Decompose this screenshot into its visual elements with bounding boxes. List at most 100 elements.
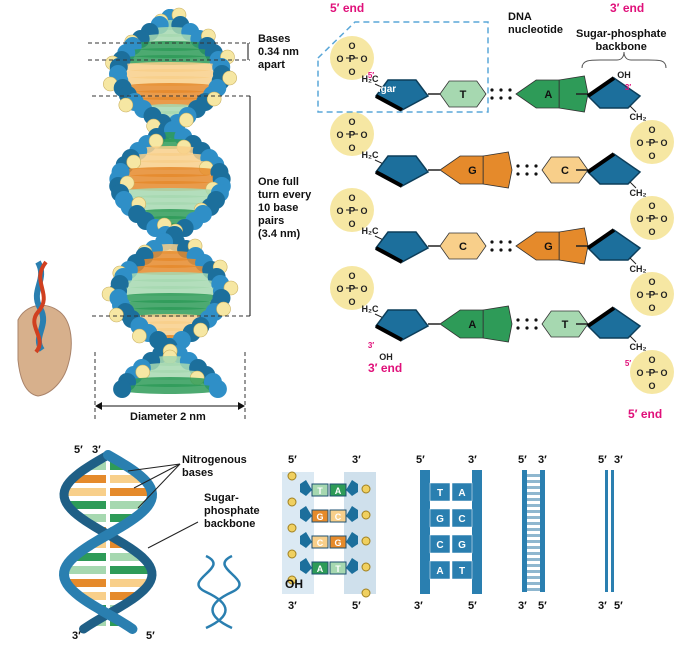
hydrogen-bond-dot (499, 96, 503, 100)
ladder1-oh-label: OH (285, 577, 303, 591)
top-oh-label: OH (617, 70, 631, 80)
phosphate-atom-blob (206, 91, 222, 107)
oxygen-atom-label: O (648, 355, 655, 365)
oxygen-atom-label: O (348, 67, 355, 77)
phosphate-group (630, 120, 674, 164)
bar-rung (527, 528, 540, 531)
oxygen-atom-label: O (360, 54, 367, 64)
oxygen-atom-label: O (360, 206, 367, 216)
base-letter: G (544, 241, 553, 253)
mini-helix-model-strand2 (32, 260, 48, 354)
base-letter: T (460, 89, 467, 101)
ladder2-base-block (429, 508, 451, 528)
phosphate-atom-blob (118, 97, 134, 113)
three-prime-marker: 3′ (368, 341, 374, 350)
ladder1-top-three-label: 3′ (352, 454, 361, 466)
hydrogen-bond-dot (525, 318, 529, 322)
oxygen-atom-label: O (348, 41, 355, 51)
phosphorus-atom-label: P (649, 214, 656, 225)
phosphorus-atom-label: P (349, 130, 356, 141)
base-pair-blob (122, 265, 218, 275)
oxygen-atom-label: O (648, 125, 655, 135)
oxygen-atom-label: O (348, 117, 355, 127)
ladder2-bottom-three-label: 3′ (414, 600, 423, 612)
bar-rung (527, 558, 540, 561)
phosphate-bead (287, 471, 297, 481)
top-five-prime-end-label: 5′ end (330, 1, 365, 15)
oxygen-atom-label: O (336, 284, 343, 294)
ribbon-base-block (81, 514, 106, 522)
ladder1-top-five-label: 5′ (288, 454, 297, 466)
base-pair-blob (115, 55, 225, 65)
ladder2-base-letter: C (458, 514, 465, 525)
ladder2-base-block (451, 534, 473, 554)
phosphorus-atom-label: P (649, 368, 656, 379)
base-letter: A (544, 89, 552, 101)
oxygen-atom-label: O (360, 130, 367, 140)
phosphorus-atom-label: P (349, 206, 356, 217)
oxygen-atom-label: O (660, 138, 667, 148)
ladder2-base-block (429, 482, 451, 502)
oxygen-atom-label: O (636, 290, 643, 300)
sugar-pentagon (300, 532, 312, 548)
bases-pointer-line-1 (127, 463, 181, 472)
base-pair-blob (121, 90, 219, 100)
hydrogen-bond-dot (508, 88, 512, 92)
oxygen-atom-label: O (648, 381, 655, 391)
base-pair-blob (121, 377, 219, 387)
ch2-label: CH₂ (630, 112, 647, 122)
base-pair-blob (118, 160, 222, 170)
oxygen-atom-label: O (636, 368, 643, 378)
sugar-phosphate-backbone-label: Sugar-phosphate backbone (576, 28, 667, 53)
base-pair-blob (115, 300, 225, 310)
ch2-label: CH₂ (630, 342, 647, 352)
hydrogen-bond-dot (516, 326, 520, 330)
h2c-label: H₂C (362, 150, 379, 160)
sugar-bold-edge (375, 324, 403, 342)
sugar-pentagon (346, 506, 358, 522)
h2c-label: H₂C (362, 304, 379, 314)
ladder-base-letter: C (317, 538, 324, 548)
hand-illustration (17, 304, 72, 397)
ribbon-base-block (72, 475, 106, 483)
h2c-label: H₂C (362, 74, 379, 84)
oxygen-atom-label: O (648, 201, 655, 211)
ladder-base-letter: A (317, 564, 324, 574)
ladder2-bottom-five-label: 5′ (468, 600, 477, 612)
bar-rung (527, 570, 540, 573)
hydrogen-bond-dot (516, 172, 520, 176)
ladder-base-letter: G (334, 538, 341, 548)
ladder1-bottom-three-label: 3′ (288, 600, 297, 612)
ladder-base-block (329, 509, 347, 523)
base-pair-blob (113, 279, 227, 289)
base-pair-blob (113, 76, 227, 86)
sugar-bold-edge (586, 228, 616, 250)
phosphate-atom-blob (193, 322, 208, 338)
hydrogen-bond-dot (499, 248, 503, 252)
hydrogen-bond-dot (525, 172, 529, 176)
bar-rung (527, 492, 540, 495)
sugar-pentagon (346, 480, 358, 496)
ladder2-base-letter: G (436, 514, 444, 525)
space-filling-helix-illustration (17, 7, 252, 420)
ladder2-base-block (429, 534, 451, 554)
dna-nucleotide-label: DNA nucleotide (508, 11, 564, 36)
base-pair-blob (112, 62, 228, 72)
bases-spacing-label: Bases 0.34 nm apart (258, 33, 299, 71)
oxygen-atom-label: O (348, 219, 355, 229)
bar-rung (527, 510, 540, 513)
hydrogen-bond-dot (516, 318, 520, 322)
ladder-base-block (329, 561, 347, 575)
oxygen-atom-label: O (348, 271, 355, 281)
sugar-label: Sugar (368, 84, 396, 95)
full-turn-label: One full turn every 10 base pairs (3.4 n… (258, 176, 312, 240)
phosphate-bead (287, 549, 297, 559)
phosphate-bead (287, 523, 297, 533)
hydrogen-bond-dot (490, 240, 494, 244)
pyrimidine-base-ring (439, 232, 487, 260)
ribbon-base-block (110, 488, 152, 496)
ladder2-base-letter: T (459, 566, 465, 577)
base-pair-blob (116, 83, 224, 93)
ladder-base-block (311, 483, 329, 497)
sugar-pentagon (300, 558, 312, 574)
